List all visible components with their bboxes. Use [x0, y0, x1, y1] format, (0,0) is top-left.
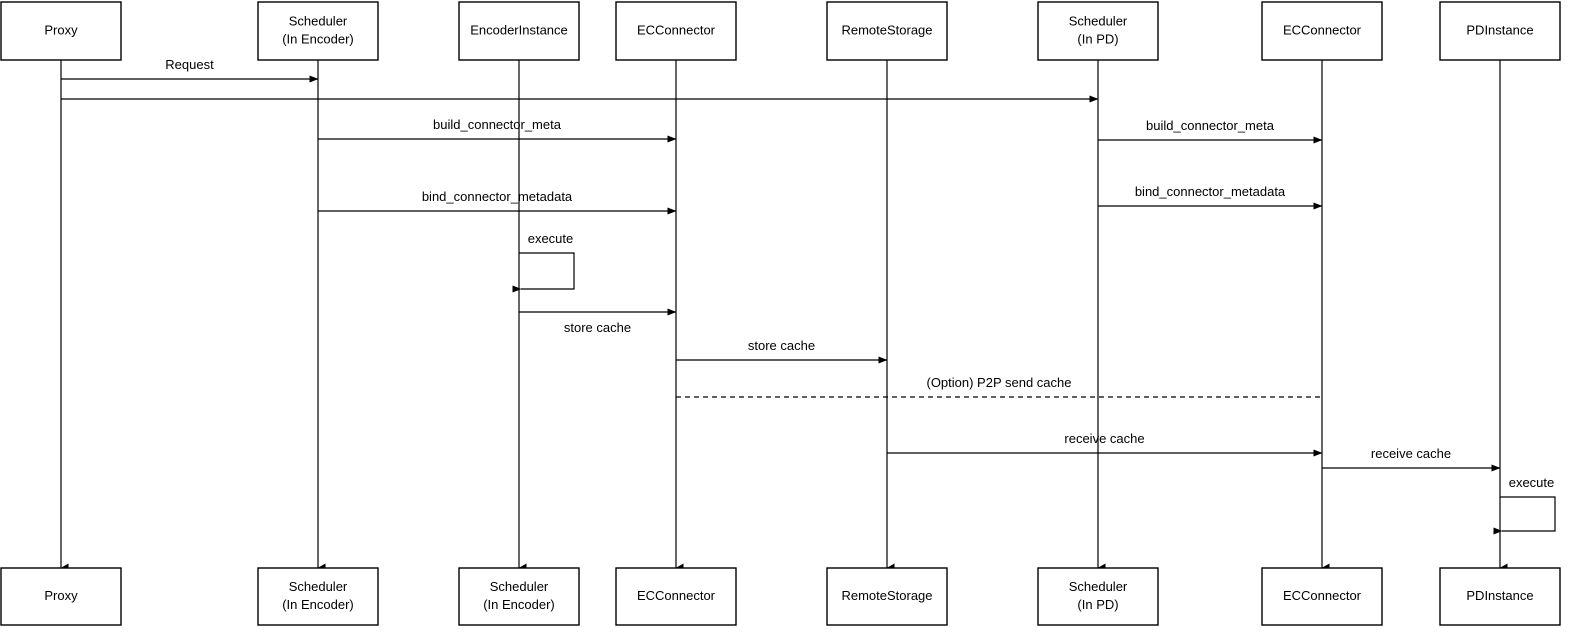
participant-footer-label-pd_inst: PDInstance — [1466, 588, 1533, 603]
participant-footer-label-remote_storage: RemoteStorage — [841, 588, 932, 603]
participant-header-box-proxy — [0, 1, 122, 61]
participant-header-label-remote_storage: RemoteStorage — [841, 22, 932, 37]
participant-header-label-ec_conn_enc: ECConnector — [637, 22, 716, 37]
participant-header-box-encoder_inst — [458, 1, 580, 61]
participant-header-box-ec_conn_enc — [615, 1, 737, 61]
self-message-label-s1: execute — [528, 231, 574, 246]
message-label-m10: receive cache — [1064, 431, 1144, 446]
participant-header-label-pd_inst: PDInstance — [1466, 22, 1533, 37]
participant-footer-box-ec_conn_enc — [615, 567, 737, 626]
participant-header-box-pd_inst — [1439, 1, 1561, 61]
header-boxes-group: Proxy Scheduler (In Encoder) EncoderInstanc… — [0, 1, 1561, 61]
participant-footer-label-ec_conn_pd: ECConnector — [1283, 588, 1362, 603]
participant-footer-label-encoder_inst: Scheduler — [490, 579, 549, 594]
message-label-m8: store cache — [748, 338, 815, 353]
participant-header-label-sched_pd: Scheduler — [1069, 13, 1128, 28]
participant-footer-label-proxy: Proxy — [44, 588, 78, 603]
participant-footer-sublabel-encoder_inst: (In Encoder) — [483, 597, 555, 612]
participant-footer-box-ec_conn_pd — [1261, 567, 1383, 626]
participant-header-label-proxy: Proxy — [44, 22, 78, 37]
message-label-m9: (Option) P2P send cache — [926, 375, 1071, 390]
participant-footer-box-proxy — [0, 567, 122, 626]
participant-footer-label-sched_pd: Scheduler — [1069, 579, 1128, 594]
message-label-m5: bind_connector_metadata — [422, 189, 573, 204]
message-label-m6: bind_connector_metadata — [1135, 184, 1286, 199]
participant-footer-box-sched_enc — [257, 567, 379, 626]
message-label-m11: receive cache — [1371, 446, 1451, 461]
self-message-label-s2: execute — [1509, 475, 1555, 490]
participant-header-label-ec_conn_pd: ECConnector — [1283, 22, 1362, 37]
participant-footer-box-remote_storage — [826, 567, 948, 626]
participant-footer-box-pd_inst — [1439, 567, 1561, 626]
message-label-m7: store cache — [564, 320, 631, 335]
message-label-m4: build_connector_meta — [1146, 118, 1275, 133]
messages-group: Request build_connector_meta build_connect… — [61, 57, 1501, 472]
footer-boxes-group: Proxy Scheduler (In Encoder) Scheduler (In E… — [0, 567, 1561, 626]
participant-header-box-sched_enc — [257, 1, 379, 61]
participant-header-box-sched_pd — [1037, 1, 1159, 61]
participant-header-box-remote_storage — [826, 1, 948, 61]
participant-footer-sublabel-sched_pd: (In PD) — [1077, 597, 1118, 612]
participant-header-label-sched_enc: Scheduler — [289, 13, 348, 28]
participant-footer-box-sched_pd — [1037, 567, 1159, 626]
participant-header-sublabel-sched_enc: (In Encoder) — [282, 31, 354, 46]
participant-footer-label-ec_conn_enc: ECConnector — [637, 588, 716, 603]
self-messages-group: execute execute — [512, 231, 1556, 535]
self-message-s1 — [512, 252, 575, 293]
lifelines-group — [60, 60, 1508, 573]
self-message-s2 — [1493, 496, 1556, 535]
participant-footer-label-sched_enc: Scheduler — [289, 579, 348, 594]
message-label-m3: build_connector_meta — [433, 117, 562, 132]
participant-footer-box-encoder_inst — [458, 567, 580, 626]
participant-header-box-ec_conn_pd — [1261, 1, 1383, 61]
participant-header-label-encoder_inst: EncoderInstance — [470, 22, 568, 37]
participant-footer-sublabel-sched_enc: (In Encoder) — [282, 597, 354, 612]
message-label-m1: Request — [165, 57, 214, 72]
participant-header-sublabel-sched_pd: (In PD) — [1077, 31, 1118, 46]
